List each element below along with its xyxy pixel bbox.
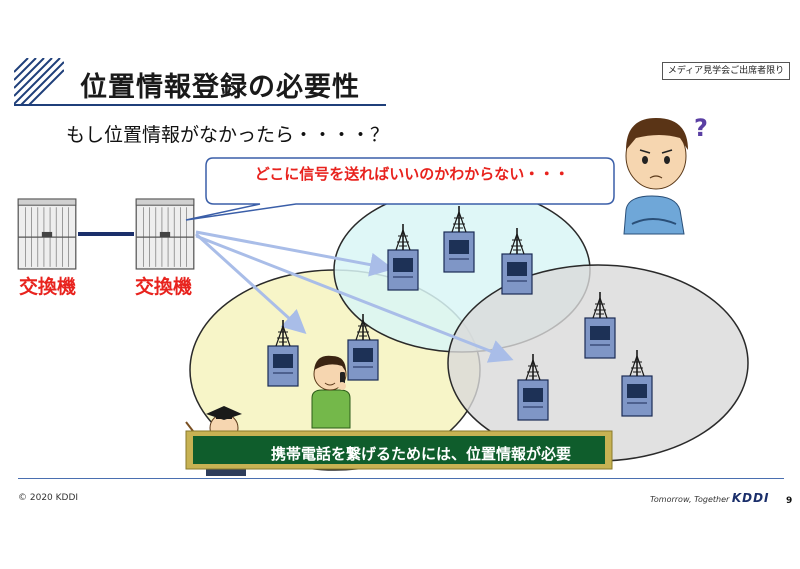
signal-arrow-1	[195, 230, 394, 277]
exchange-label-1: 交換機	[19, 276, 77, 298]
confused-person	[623, 118, 688, 235]
copyright: © 2020 KDDI	[18, 493, 79, 503]
exchange-server-2	[135, 198, 195, 270]
speech-bubble-text: どこに信号を送ればいいのかわからない・・・	[254, 165, 570, 183]
exchange-label-2: 交換機	[135, 276, 193, 298]
brand-logo: Tomorrow, Together KDDI	[650, 491, 770, 505]
question-mark-icon: ?	[694, 114, 708, 142]
exchange-server-1	[17, 198, 77, 270]
footer-rule	[18, 478, 784, 479]
brand-tagline: Tomorrow, Together	[650, 495, 730, 504]
message-banner-text: 携帯電話を繋げるためには、位置情報が必要	[270, 445, 571, 463]
diagonal-stripes-icon	[14, 58, 64, 106]
slide-subtitle: もし位置情報がなかったら・・・・？	[66, 124, 390, 146]
person-on-phone	[311, 355, 351, 429]
title-underline	[14, 104, 386, 106]
signal-arrow-2	[194, 232, 307, 335]
speech-bubble	[185, 157, 615, 221]
page-title: 位置情報登録の必要性	[80, 72, 360, 103]
page-number: 9	[786, 496, 793, 506]
confidential-badge: メディア見学会ご出席者限り	[662, 62, 790, 80]
kddi-logo: KDDI	[731, 491, 770, 505]
signal-arrow-3	[195, 234, 514, 363]
